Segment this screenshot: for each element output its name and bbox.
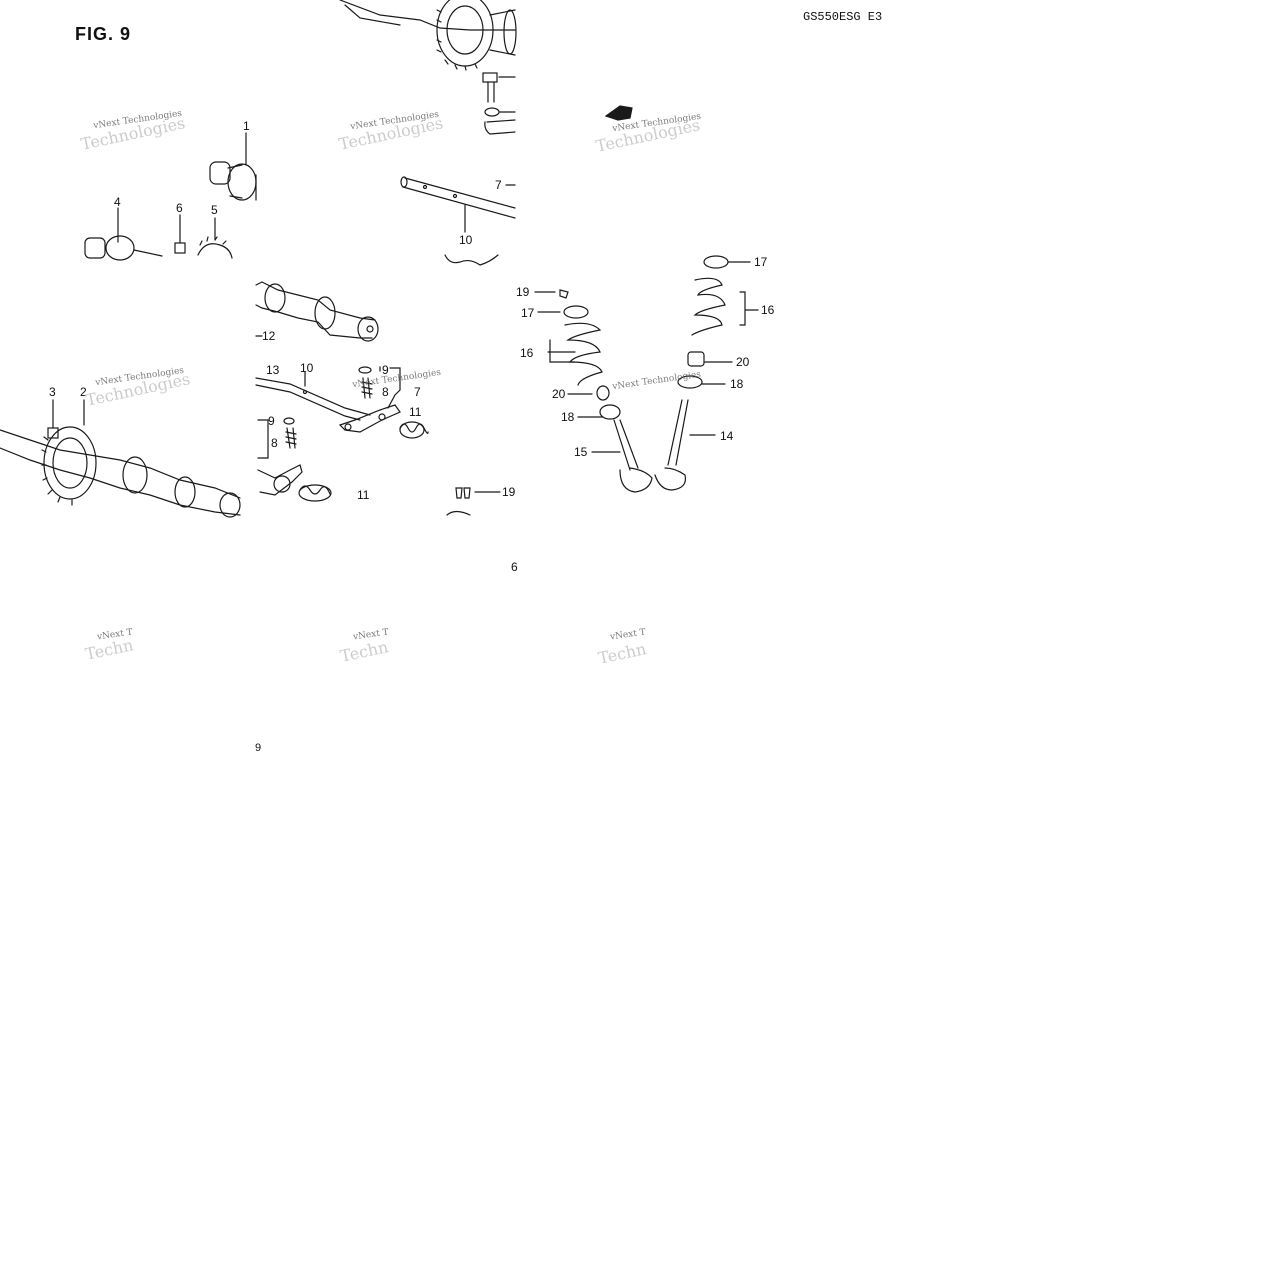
callout-13: 13 [266, 363, 280, 377]
callout-5: 5 [211, 203, 218, 217]
callout-7-lower: 7 [414, 385, 421, 399]
callout-17-left: 17 [521, 306, 535, 320]
callout-11-lower: 11 [357, 488, 370, 502]
camshaft-sprocket-top [339, 0, 517, 71]
callout-1: 1 [243, 119, 250, 133]
callout-2: 2 [80, 385, 87, 399]
callout-18-left: 18 [561, 410, 575, 424]
camshaft-part-1 [209, 132, 257, 201]
callout-4: 4 [114, 195, 121, 209]
callout-6: 6 [176, 201, 183, 215]
rocker-arm-lower [257, 417, 332, 502]
callout-10-lower: 10 [300, 361, 314, 375]
rocker-shaft-lower [255, 366, 429, 439]
callout-20-right: 20 [736, 355, 750, 369]
camshaft-sprocket-lower [0, 399, 241, 518]
callout-15: 15 [574, 445, 588, 459]
callout-19-upper: 19 [516, 285, 530, 299]
bolt-washer-top [482, 72, 516, 135]
page-number-fragment: 6 [511, 560, 518, 574]
callout-16-left: 16 [520, 346, 534, 360]
stray-mark: 9 [255, 742, 262, 754]
camshaft-part-4 [84, 207, 233, 261]
callout-18-right: 18 [730, 377, 744, 391]
callout-10-upper: 10 [459, 233, 473, 247]
camshaft-part-12 [255, 281, 379, 342]
callout-9-lower: 9 [268, 414, 275, 428]
callout-8-lower: 8 [271, 436, 278, 450]
callout-3: 3 [49, 385, 56, 399]
valve-assembly-intake [534, 289, 653, 493]
callout-11-upper: 11 [409, 405, 422, 419]
figure-title: FIG. 9 [75, 24, 132, 44]
callout-19-lower: 19 [502, 485, 516, 499]
callout-16-right: 16 [761, 303, 775, 317]
callout-8-upper: 8 [382, 385, 389, 399]
rocker-shaft-upper [400, 176, 516, 266]
front-arrow-icon [604, 105, 633, 121]
callout-20-left: 20 [552, 387, 566, 401]
callout-14: 14 [720, 429, 734, 443]
valve-assembly-exhaust [654, 255, 759, 491]
valve-keepers-lower [446, 487, 501, 516]
callout-9-upper: 9 [382, 363, 389, 377]
callout-17-right: 17 [754, 255, 768, 269]
callout-12: 12 [262, 329, 276, 343]
model-code: GS550ESG E3 [803, 10, 883, 24]
callout-7-upper: 7 [495, 178, 502, 192]
